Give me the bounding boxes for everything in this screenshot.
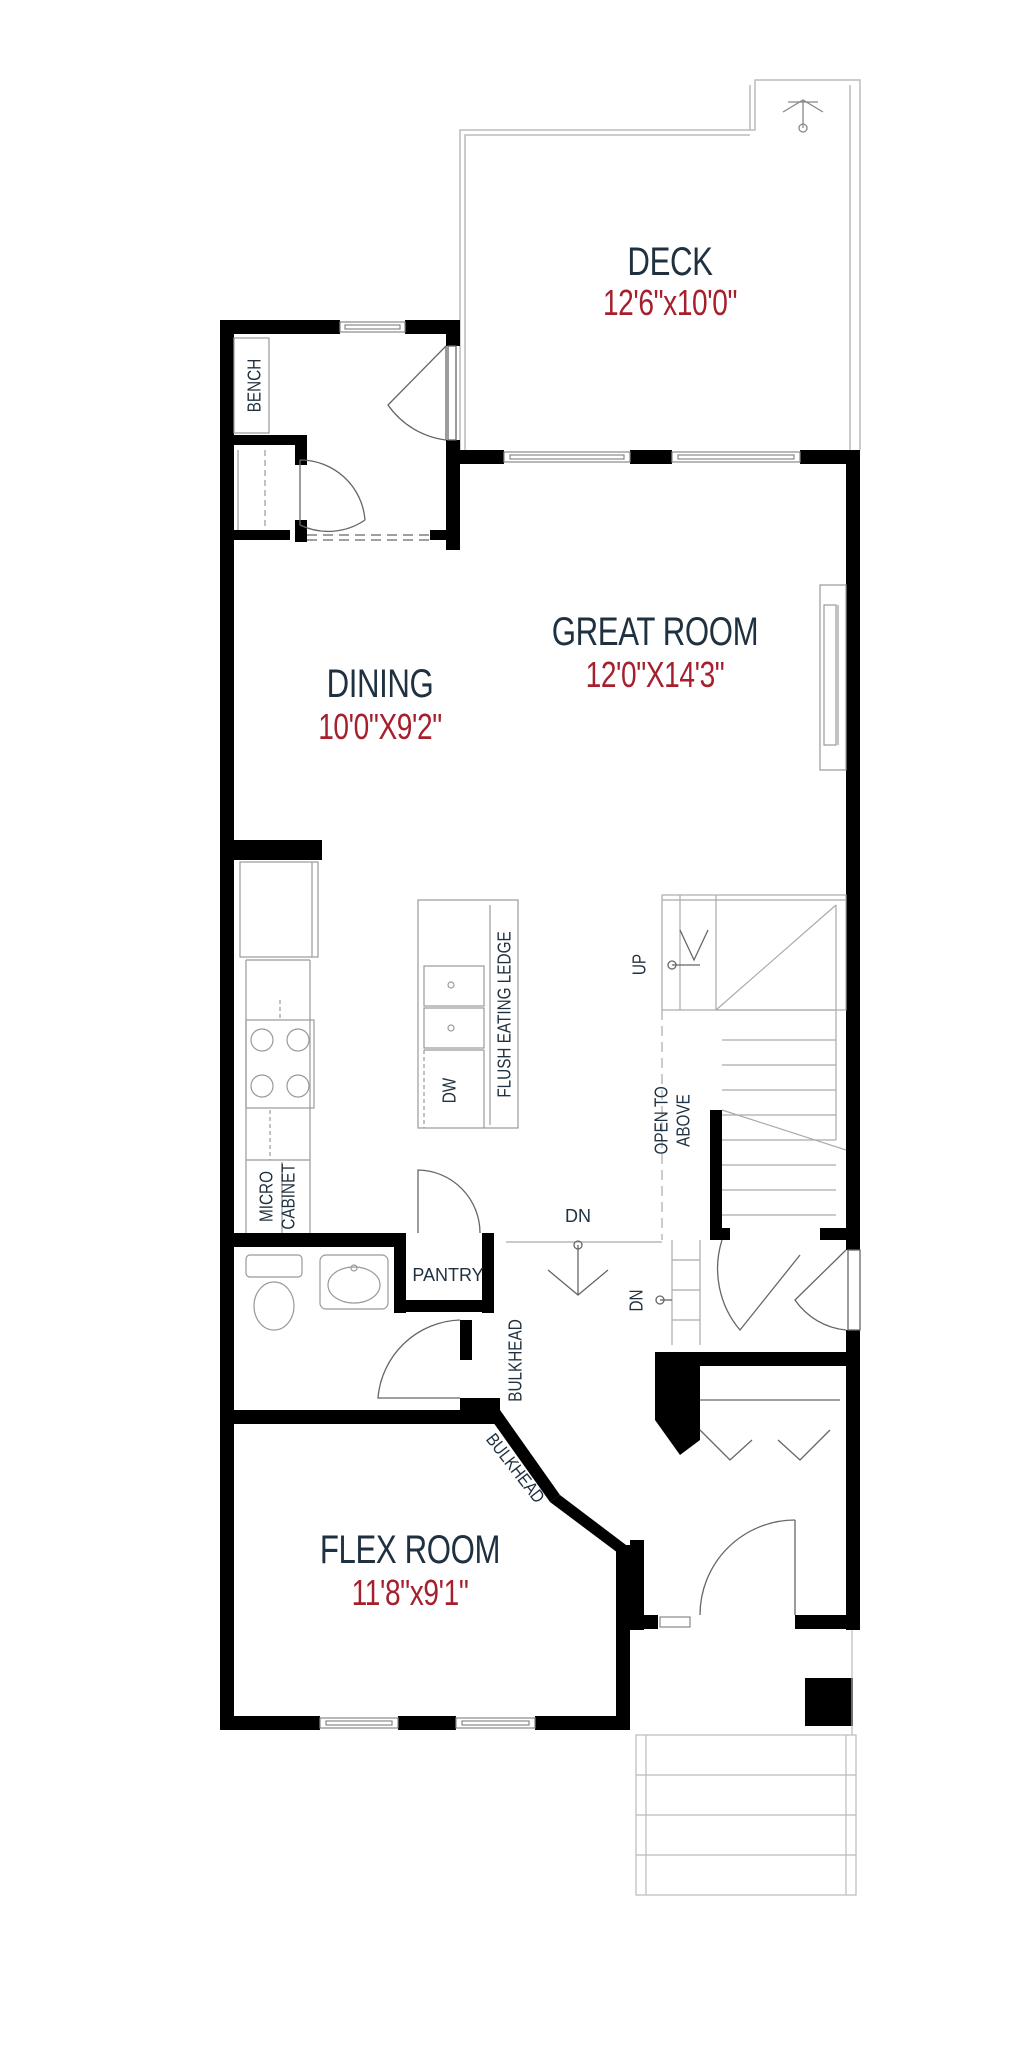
fireplace — [819, 584, 847, 771]
dn-stair-label: DN — [626, 1289, 647, 1312]
great-room-dimension: 12'0"X14'3" — [585, 654, 725, 695]
porch-steps — [635, 1630, 857, 1896]
dining-room-name: DINING — [326, 662, 434, 706]
interior-walls — [220, 435, 860, 1424]
deck-stair-arrow — [782, 99, 824, 133]
stairs — [506, 894, 847, 1345]
kitchen-fixtures — [239, 861, 519, 1233]
flex-room-diagonal-wall — [550, 1495, 630, 1562]
deck-room-dimension: 12'6"x10'0" — [602, 282, 738, 323]
flush-eating-ledge-label: FLUSH EATING LEDGE — [494, 931, 515, 1098]
flex-room-dimension: 11'8"x9'1" — [351, 1572, 469, 1613]
bulkhead-diagonal-wall — [488, 1410, 560, 1502]
micro-cabinet-label-2: CABINET — [278, 1163, 299, 1230]
doors — [299, 345, 861, 1616]
dishwasher-label: DW — [439, 1077, 460, 1104]
dn-hall-label: DN — [565, 1206, 591, 1226]
pantry-label: PANTRY — [412, 1265, 484, 1285]
windows — [319, 321, 801, 1729]
great-room-name: GREAT ROOM — [551, 610, 759, 654]
up-label: UP — [629, 953, 650, 976]
up-arrow — [667, 929, 709, 970]
dn-arrow-stair — [655, 1295, 672, 1305]
micro-cabinet-label-1: MICRO — [256, 1171, 277, 1222]
open-to-above-label-2: ABOVE — [673, 1094, 694, 1147]
mudroom-fixtures — [233, 337, 270, 530]
dining-room-dimension: 10'0"X9'2" — [318, 706, 442, 747]
bathroom-fixtures — [245, 1254, 389, 1331]
deck-room-name: DECK — [627, 240, 713, 284]
entry-closet-block — [655, 1352, 700, 1455]
open-to-above-label-1: OPEN TO — [651, 1086, 672, 1155]
flex-room-name: FLEX ROOM — [319, 1528, 501, 1572]
dn-arrow-hall — [547, 1240, 609, 1296]
bulkhead-vertical-label: BULKHEAD — [505, 1319, 526, 1402]
deck-outline — [459, 79, 861, 455]
bench-label: BENCH — [244, 358, 265, 413]
exterior-walls — [220, 320, 860, 1730]
